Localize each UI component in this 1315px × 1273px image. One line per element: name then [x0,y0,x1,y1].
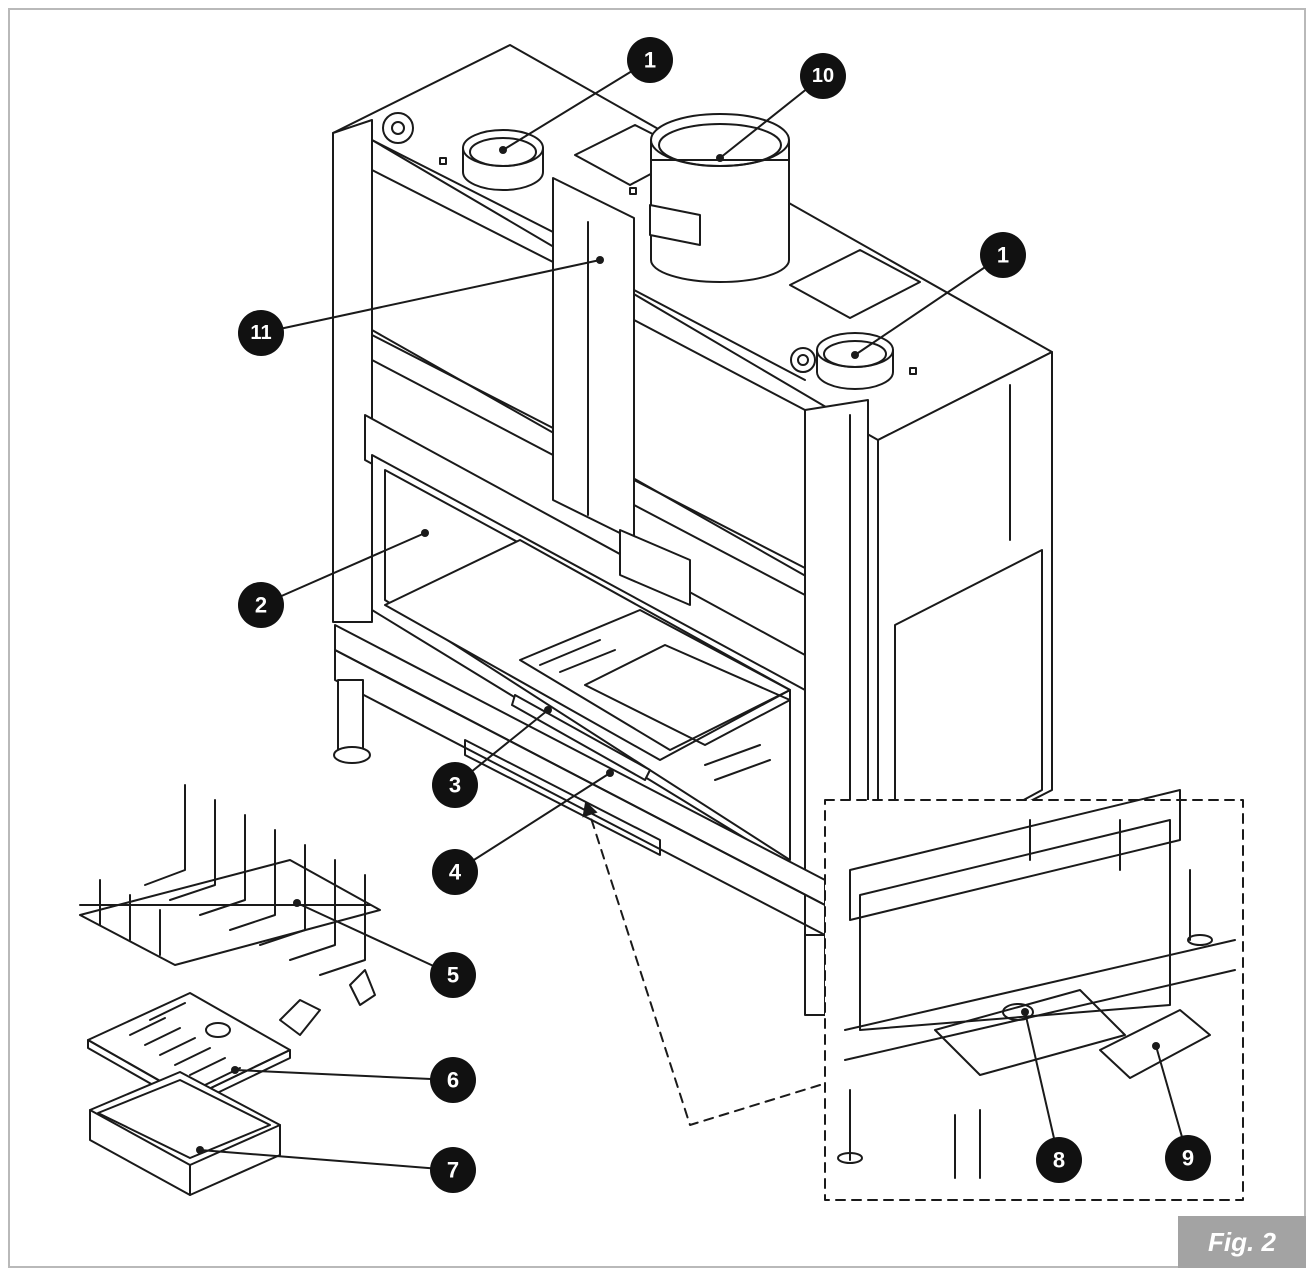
svg-text:2: 2 [255,593,267,618]
callout-1-top: 1 [627,37,673,83]
callout-10: 10 [800,53,846,99]
callout-4: 4 [432,849,478,895]
callout-7: 7 [430,1147,476,1193]
svg-text:8: 8 [1053,1148,1065,1173]
svg-text:6: 6 [447,1068,459,1093]
callout-11: 11 [238,310,284,356]
svg-text:3: 3 [449,773,461,798]
flue-outlet-collar [649,113,790,283]
figure-frame [8,8,1306,1268]
callout-5: 5 [430,952,476,998]
svg-text:11: 11 [250,322,271,344]
svg-text:1: 1 [644,48,656,73]
callout-3: 3 [432,762,478,808]
callout-6: 6 [430,1057,476,1103]
svg-text:5: 5 [447,963,459,988]
detail-pointer [582,800,821,1126]
callout-2: 2 [238,582,284,628]
svg-text:10: 10 [812,65,834,87]
svg-text:4: 4 [449,860,462,885]
callout-8: 8 [1036,1137,1082,1183]
svg-text:1: 1 [997,243,1009,268]
svg-text:9: 9 [1182,1146,1194,1171]
fire-grate [79,784,381,1036]
callout-1-right: 1 [980,232,1026,278]
figure-label: Fig. 2 [1178,1216,1306,1268]
svg-text:7: 7 [447,1158,459,1183]
detail-inset [824,789,1244,1201]
callout-9: 9 [1165,1135,1211,1181]
ash-tray [89,1071,281,1196]
